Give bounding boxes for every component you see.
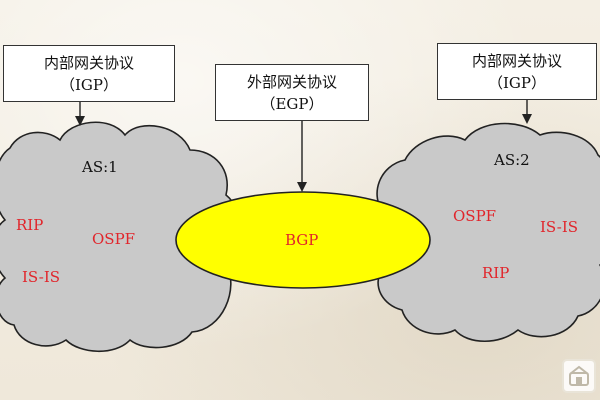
igp-left-box: 内部网关协议 （IGP） [3, 45, 175, 102]
as2-protocol-ospf: OSPF [453, 207, 497, 225]
igp-right-title: 内部网关协议 [471, 52, 562, 70]
as1-protocol-isis: IS-IS [22, 268, 61, 286]
as2-label: AS:2 [494, 151, 530, 169]
as1-protocol-ospf: OSPF [92, 230, 136, 248]
igp-right-box: 内部网关协议 （IGP） [437, 43, 597, 100]
watermark-logo-icon [562, 359, 596, 393]
egp-box: 外部网关协议 （EGP） [215, 64, 369, 121]
bgp-label: BGP [285, 231, 319, 249]
watermark [536, 356, 596, 396]
as2-protocol-rip: RIP [482, 264, 510, 282]
igp-left-abbr: （IGP） [59, 76, 118, 94]
bgp-ellipse [175, 191, 431, 289]
egp-title: 外部网关协议 [246, 73, 337, 91]
as1-cloud [0, 121, 242, 352]
as1-protocol-rip: RIP [16, 216, 44, 234]
igp-right-abbr: （IGP） [487, 74, 546, 92]
as1-label: AS:1 [82, 158, 118, 176]
igp-left-title: 内部网关协议 [43, 54, 134, 72]
egp-abbr: （EGP） [260, 95, 324, 113]
as2-protocol-isis: IS-IS [540, 218, 579, 236]
